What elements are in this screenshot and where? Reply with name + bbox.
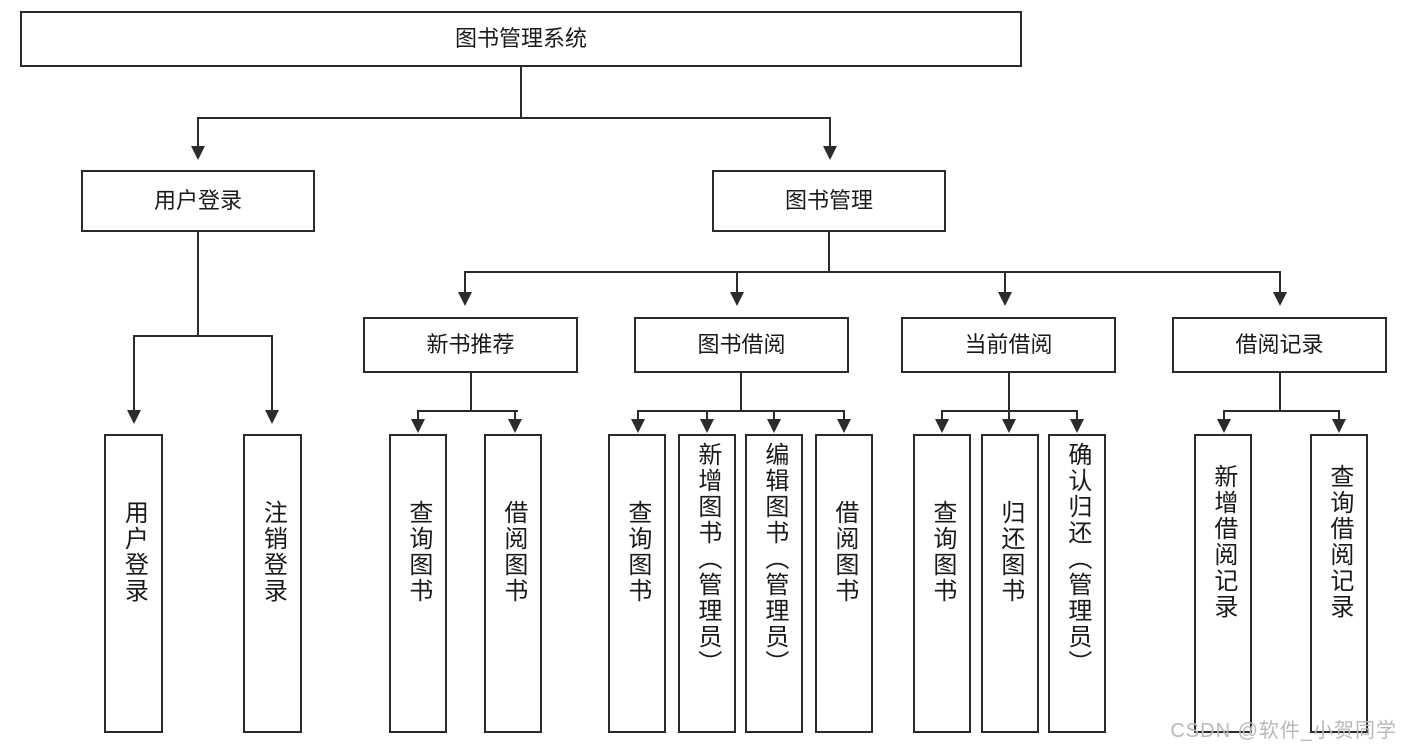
arrowhead-book-borrow	[730, 292, 744, 306]
node-label: 编辑图书（管理员）	[760, 442, 788, 676]
leaf-return-book[interactable]: 归还图书	[981, 434, 1039, 733]
node-label: 查询图书	[623, 500, 651, 604]
connector-borrow-record-drop-2	[1338, 410, 1340, 422]
node-new-book-recommend[interactable]: 新书推荐	[363, 317, 578, 373]
node-label: 图书管理	[784, 188, 873, 214]
connector-book-borrow-bus	[637, 410, 845, 412]
leaf-query-borrow-record[interactable]: 查询借阅记录	[1310, 434, 1368, 733]
node-current-borrow[interactable]: 当前借阅	[901, 317, 1116, 373]
arrowhead-leaf-query-book-2	[631, 419, 645, 433]
node-label: 查询图书	[928, 500, 956, 604]
node-user-login[interactable]: 用户登录	[81, 170, 315, 232]
arrowhead-leaf-confirm-return	[1070, 419, 1084, 433]
leaf-logout[interactable]: 注销登录	[243, 434, 302, 733]
leaf-borrow-book-borrow[interactable]: 借阅图书	[815, 434, 873, 733]
connector-new-book-bus	[417, 410, 518, 412]
arrowhead-leaf-user-login	[127, 410, 141, 424]
arrowhead-leaf-query-book-3	[935, 419, 949, 433]
connector-book-borrow-drop-1	[637, 410, 639, 422]
leaf-user-login[interactable]: 用户登录	[104, 434, 163, 733]
connector-book-borrow-drop-3	[773, 410, 775, 422]
arrowhead-leaf-edit-book	[767, 419, 781, 433]
arrowhead-leaf-return-book	[1002, 419, 1016, 433]
connector-book-manage-drop-1	[464, 271, 466, 295]
node-root-system[interactable]: 图书管理系统	[20, 11, 1022, 67]
connector-current-borrow-stem	[1008, 373, 1010, 411]
connector-new-book-drop-1	[417, 410, 419, 422]
connector-user-login-drop-1	[133, 335, 135, 413]
arrowhead-book-manage	[823, 146, 837, 160]
node-label: 借阅图书	[499, 500, 527, 604]
node-label: 归还图书	[996, 500, 1024, 604]
node-label: 查询借阅记录	[1325, 464, 1353, 620]
arrowhead-new-book	[458, 292, 472, 306]
leaf-edit-book-admin[interactable]: 编辑图书（管理员）	[745, 434, 803, 733]
arrowhead-leaf-add-record	[1217, 419, 1231, 433]
connector-book-manage-drop-2	[736, 271, 738, 295]
arrowhead-user-login	[191, 146, 205, 160]
node-label: 借阅记录	[1235, 332, 1324, 358]
connector-book-borrow-stem	[740, 373, 742, 411]
connector-new-book-drop-2	[514, 410, 516, 422]
arrowhead-leaf-borrow-book-2	[837, 419, 851, 433]
leaf-add-borrow-record[interactable]: 新增借阅记录	[1194, 434, 1252, 733]
node-label: 新书推荐	[426, 332, 515, 358]
watermark-text: CSDN @软件_小贺同学	[1170, 720, 1397, 742]
leaf-query-book-recommend[interactable]: 查询图书	[389, 434, 447, 733]
node-label: 查询图书	[404, 500, 432, 604]
arrowhead-leaf-logout	[265, 410, 279, 424]
node-label: 新增借阅记录	[1209, 464, 1237, 620]
connector-book-manage-drop-3	[1004, 271, 1006, 295]
connector-book-manage-stem	[828, 232, 830, 272]
node-label: 当前借阅	[964, 332, 1053, 358]
arrowhead-borrow-record	[1273, 292, 1287, 306]
node-book-manage[interactable]: 图书管理	[712, 170, 946, 232]
arrowhead-current-borrow	[998, 292, 1012, 306]
connector-current-borrow-drop-2	[1008, 410, 1010, 422]
leaf-query-book-borrow[interactable]: 查询图书	[608, 434, 666, 733]
connector-user-login-bus	[133, 335, 273, 337]
connector-user-login-drop-2	[271, 335, 273, 413]
connector-current-borrow-drop-1	[941, 410, 943, 422]
node-label: 用户登录	[153, 188, 242, 214]
node-label: 图书管理系统	[454, 26, 587, 52]
arrowhead-leaf-query-record	[1332, 419, 1346, 433]
node-label: 借阅图书	[830, 500, 858, 604]
leaf-query-book-current[interactable]: 查询图书	[913, 434, 971, 733]
connector-book-borrow-drop-4	[843, 410, 845, 422]
leaf-confirm-return-admin[interactable]: 确认归还（管理员）	[1048, 434, 1106, 733]
arrowhead-leaf-query-book-1	[411, 419, 425, 433]
leaf-add-book-admin[interactable]: 新增图书（管理员）	[678, 434, 736, 733]
connector-user-login-stem	[197, 232, 199, 336]
node-label: 新增图书（管理员）	[693, 442, 721, 676]
connector-borrow-record-bus	[1223, 410, 1340, 412]
connector-book-manage-drop-4	[1279, 271, 1281, 295]
connector-new-book-stem	[470, 373, 472, 411]
connector-book-borrow-drop-2	[706, 410, 708, 422]
node-label: 图书借阅	[697, 332, 786, 358]
node-label: 确认归还（管理员）	[1063, 442, 1091, 676]
connector-borrow-record-stem	[1279, 373, 1281, 411]
connector-root-stem	[520, 67, 522, 118]
arrowhead-leaf-add-book	[700, 419, 714, 433]
node-label: 用户登录	[120, 500, 148, 604]
arrowhead-leaf-borrow-book-1	[508, 419, 522, 433]
connector-book-manage-bus	[464, 271, 1281, 273]
connector-root-to-user-login	[197, 117, 199, 149]
leaf-borrow-book-recommend[interactable]: 借阅图书	[484, 434, 542, 733]
node-borrow-record[interactable]: 借阅记录	[1172, 317, 1387, 373]
connector-borrow-record-drop-1	[1223, 410, 1225, 422]
node-label: 注销登录	[259, 500, 287, 604]
connector-current-borrow-drop-3	[1076, 410, 1078, 422]
connector-root-to-book-manage	[829, 117, 831, 149]
connector-root-bus	[197, 117, 831, 119]
node-book-borrow[interactable]: 图书借阅	[634, 317, 849, 373]
